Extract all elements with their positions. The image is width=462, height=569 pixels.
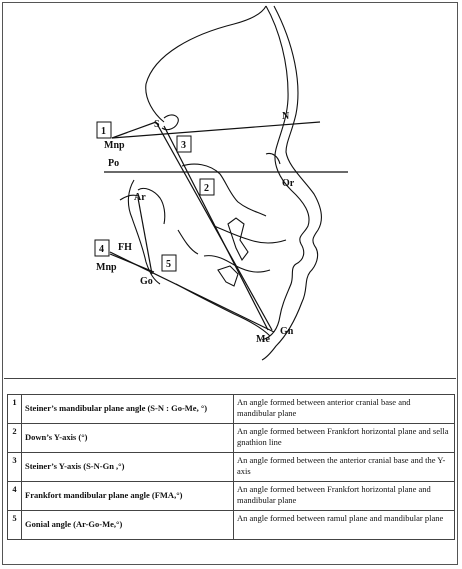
angle-name: Down’s Y-axis (°): [21, 423, 234, 453]
angle-description: An angle formed between anterior cranial…: [233, 394, 455, 424]
n-to-gn-line: [163, 125, 269, 331]
legend-body: 1 Steiner’s mandibular plane angle (S-N …: [7, 394, 455, 540]
landmark-s: S: [154, 119, 160, 130]
angle-name: Frankfort mandibular plane angle (FMA,°): [21, 481, 234, 511]
row-number: 2: [7, 423, 22, 453]
ramus-line: [137, 197, 153, 275]
table-row: 5 Gonial angle (Ar-Go-Me,°) An angle for…: [7, 510, 455, 540]
cephalometric-tracing: S N Po Or Ar Go Gn Me FH Mnp Mnp 1 2 3 4…: [94, 5, 348, 361]
fh-mnp-line: [109, 253, 155, 273]
landmark-mnp-bottom: Mnp: [96, 262, 117, 273]
y-axis-line: [155, 121, 273, 331]
landmark-gn: Gn: [280, 326, 294, 337]
construction-lines: [104, 121, 348, 333]
angle-box-4: 4: [94, 239, 110, 257]
row-number: 5: [7, 510, 22, 540]
angle-box-5: 5: [161, 254, 177, 272]
svg-text:5: 5: [166, 259, 171, 270]
angle-box-1: 1: [96, 121, 112, 139]
table-row: 1 Steiner’s mandibular plane angle (S-N …: [7, 394, 455, 424]
svg-text:1: 1: [101, 126, 106, 137]
angle-description: An angle formed between ramul plane and …: [233, 510, 455, 540]
angle-name: Gonial angle (Ar-Go-Me,°): [21, 510, 234, 540]
landmark-ar: Ar: [134, 192, 146, 203]
s-to-go-line: [111, 121, 157, 139]
angle-description: An angle formed between Frankfort horizo…: [233, 481, 455, 511]
row-number: 1: [7, 394, 22, 424]
landmark-go: Go: [140, 276, 153, 287]
angle-description: An angle formed between Frankfort horizo…: [233, 423, 455, 453]
angle-box-3: 3: [176, 135, 192, 153]
landmark-me: Me: [256, 334, 270, 345]
table-row: 3 Steiner’s Y-axis (S-N-Gn ,°) An angle …: [7, 452, 455, 482]
angle-name: Steiner’s Y-axis (S-N-Gn ,°): [21, 452, 234, 482]
section-divider: [4, 378, 456, 379]
angle-box-2: 2: [199, 178, 215, 196]
table-row: 4 Frankfort mandibular plane angle (FMA,…: [7, 481, 455, 511]
svg-text:4: 4: [99, 244, 104, 255]
svg-text:3: 3: [181, 140, 186, 151]
landmark-or: Or: [282, 178, 295, 189]
angle-legend-table: 1 Steiner’s mandibular plane angle (S-N …: [7, 394, 455, 540]
row-number: 3: [7, 452, 22, 482]
angle-name: Steiner’s mandibular plane angle (S-N : …: [21, 394, 234, 424]
landmark-mnp-top: Mnp: [104, 140, 125, 151]
landmark-n: N: [282, 111, 290, 122]
svg-text:2: 2: [204, 183, 209, 194]
angle-description: An angle formed between the anterior cra…: [233, 452, 455, 482]
landmark-fh: FH: [118, 242, 132, 253]
landmark-po: Po: [108, 158, 119, 169]
sn-line: [111, 121, 321, 139]
table-row: 2 Down’s Y-axis (°) An angle formed betw…: [7, 423, 455, 453]
row-number: 4: [7, 481, 22, 511]
